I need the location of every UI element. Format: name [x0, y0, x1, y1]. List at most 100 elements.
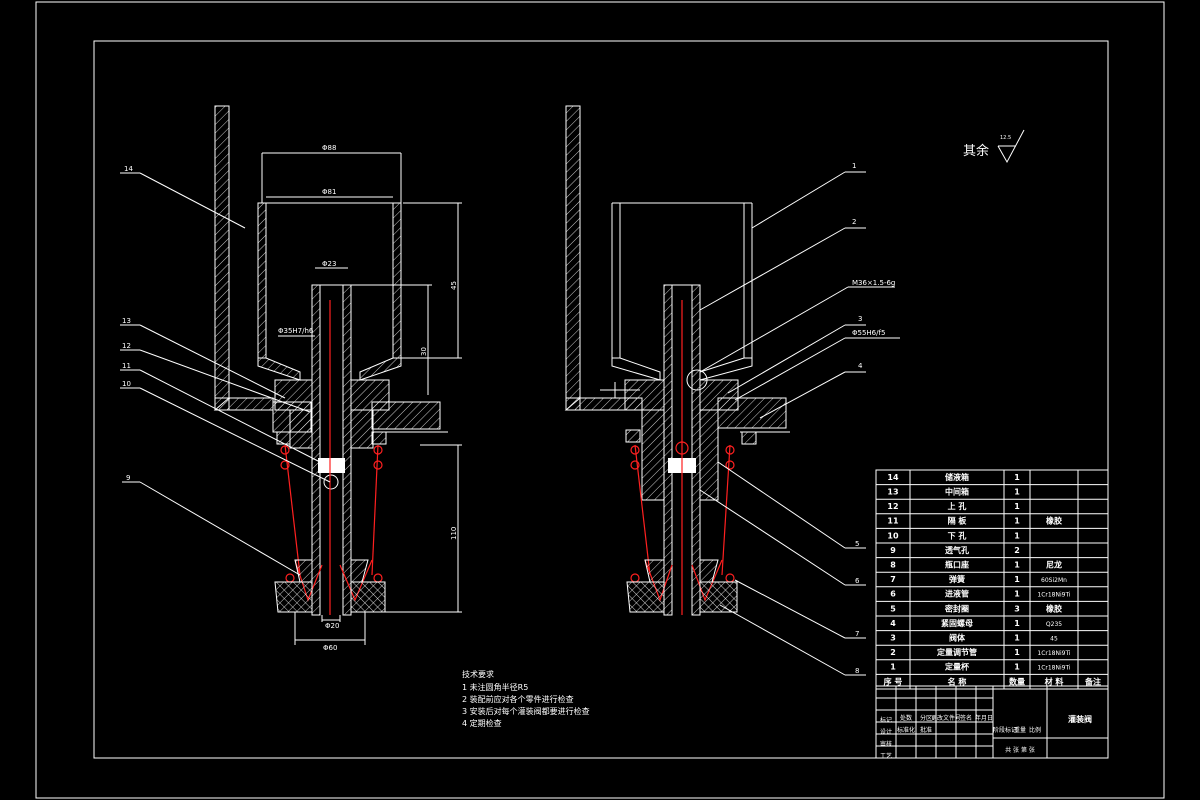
parts-cell-qty: 1	[1014, 663, 1020, 672]
parts-cell-name: 中间箱	[945, 487, 969, 497]
tech-req-item: 1 未注圆角半径R5	[462, 682, 528, 692]
parts-cell-qty: 1	[1014, 634, 1020, 643]
tech-req-title: 技术要求	[462, 669, 494, 679]
right-section-view: 1 2 3 4 5 6 7 8 M36×1.5-6g Φ55H6/f5	[564, 105, 900, 676]
title-cell: 阶段标记	[993, 726, 1017, 734]
title-row-label: 工艺	[880, 752, 892, 760]
parts-header-cell: 数量	[1009, 676, 1025, 686]
parts-cell-qty: 1	[1014, 619, 1020, 628]
parts-cell-no: 11	[887, 517, 899, 526]
title-row-label: 审核	[880, 740, 892, 748]
parts-cell-material: 尼龙	[1046, 560, 1062, 570]
dim-phi88: Φ88	[322, 144, 336, 152]
parts-cell-qty: 1	[1014, 561, 1020, 570]
parts-cell-material: 1Cr18Ni9Ti	[1037, 592, 1071, 599]
parts-cell-no: 1	[890, 663, 896, 672]
callout-7: 7	[855, 630, 859, 638]
callout-6: 6	[855, 577, 860, 585]
parts-cell-no: 9	[890, 546, 896, 555]
callout-10: 10	[122, 380, 131, 388]
title-cell: 重量	[1014, 726, 1026, 734]
parts-header-cell: 材 料	[1045, 676, 1064, 686]
callout-1: 1	[852, 162, 856, 170]
parts-cell-qty: 1	[1014, 575, 1020, 584]
dim-phi23: Φ23	[322, 260, 336, 268]
parts-cell-qty: 3	[1014, 604, 1020, 613]
parts-cell-material: 橡胶	[1046, 603, 1062, 613]
parts-table-frame	[875, 469, 1109, 690]
dim-phi60: Φ60	[323, 644, 337, 652]
parts-cell-no: 5	[890, 604, 896, 613]
title-cell: 年月日	[975, 714, 993, 722]
parts-cell-name: 弹簧	[949, 574, 965, 584]
title-cell: 标准化	[897, 726, 915, 734]
technical-requirements: 技术要求 1 未注圆角半径R5 2 装配前应对各个零件进行检查 3 安装后对每个…	[462, 669, 590, 728]
dim-30: 30	[420, 347, 428, 356]
parts-header-cell: 名 称	[948, 676, 967, 686]
callout-2: 2	[852, 218, 856, 226]
title-row-label: 标记	[880, 716, 892, 724]
title-cell: 共 张 第 张	[1005, 746, 1035, 754]
parts-cell-no: 14	[887, 473, 899, 482]
tech-req-item: 4 定期检查	[462, 718, 502, 728]
left-section-view: 14 13 12 11 10 9 Φ88 Φ81 Φ23 Φ35H7/h6 Φ2…	[120, 105, 462, 652]
callout-12: 12	[122, 342, 131, 350]
parts-cell-name: 储液箱	[944, 472, 969, 482]
dim-110: 110	[450, 527, 458, 540]
outer-border	[35, 1, 1165, 799]
callout-8: 8	[855, 667, 859, 675]
parts-cell-name: 上 孔	[948, 501, 967, 511]
parts-cell-qty: 1	[1014, 531, 1020, 540]
parts-cell-no: 13	[887, 488, 898, 497]
callout-3: 3	[858, 315, 862, 323]
dim-fit-35: Φ35H7/h6	[278, 327, 314, 335]
title-cell: 处数	[900, 714, 912, 722]
tech-req-item: 2 装配前应对各个零件进行检查	[462, 694, 574, 704]
thread-annotation: M36×1.5-6g	[852, 279, 895, 287]
parts-cell-name: 进液管	[945, 589, 969, 599]
parts-cell-name: 瓶口座	[945, 560, 969, 570]
parts-cell-no: 2	[890, 648, 896, 657]
parts-cell-material: 1Cr18Ni9Ti	[1037, 665, 1071, 672]
dim-phi81: Φ81	[322, 188, 336, 196]
parts-cell-qty: 1	[1014, 502, 1020, 511]
parts-cell-no: 3	[890, 634, 896, 643]
parts-cell-qty: 1	[1014, 517, 1020, 526]
parts-cell-qty: 1	[1014, 648, 1020, 657]
drawing-title: 灌装阀	[1068, 714, 1092, 724]
parts-cell-qty: 1	[1014, 590, 1020, 599]
parts-cell-name: 定量杯	[944, 662, 970, 672]
tech-req-item: 3 安装后对每个灌装阀都要进行检查	[462, 706, 590, 716]
parts-header-cell: 序 号	[884, 676, 903, 686]
title-row-label: 设计	[880, 728, 892, 736]
callout-4: 4	[858, 362, 863, 370]
parts-cell-no: 7	[890, 575, 896, 584]
callout-9: 9	[126, 474, 130, 482]
parts-cell-material: 45	[1050, 636, 1058, 643]
callout-11: 11	[122, 362, 131, 370]
roughness-value: 12.5	[1000, 135, 1011, 141]
parts-cell-material: 橡胶	[1046, 516, 1062, 526]
roughness-label: 其余	[963, 143, 989, 159]
dim-phi20: Φ20	[325, 622, 339, 630]
title-cell: 签名	[960, 714, 972, 722]
parts-cell-no: 12	[887, 502, 898, 511]
callout-5: 5	[855, 540, 859, 548]
parts-cell-no: 6	[890, 590, 896, 599]
parts-cell-no: 4	[890, 619, 896, 628]
parts-cell-name: 定量调节管	[936, 647, 977, 657]
parts-cell-material: Q235	[1046, 621, 1062, 628]
parts-cell-name: 下 孔	[948, 530, 967, 540]
title-cell: 批准	[920, 726, 932, 734]
parts-cell-name: 密封圈	[944, 603, 969, 613]
parts-cell-name: 紧固螺母	[941, 618, 973, 628]
parts-header-cell: 备注	[1084, 676, 1101, 686]
parts-cell-name: 阀体	[949, 633, 966, 643]
parts-cell-qty: 1	[1014, 488, 1020, 497]
parts-cell-qty: 2	[1014, 546, 1020, 555]
callout-14: 14	[124, 165, 133, 173]
parts-cell-material: 1Cr18Ni9Ti	[1037, 650, 1071, 657]
drawing-frame	[93, 40, 1109, 759]
parts-cell-no: 8	[890, 561, 896, 570]
